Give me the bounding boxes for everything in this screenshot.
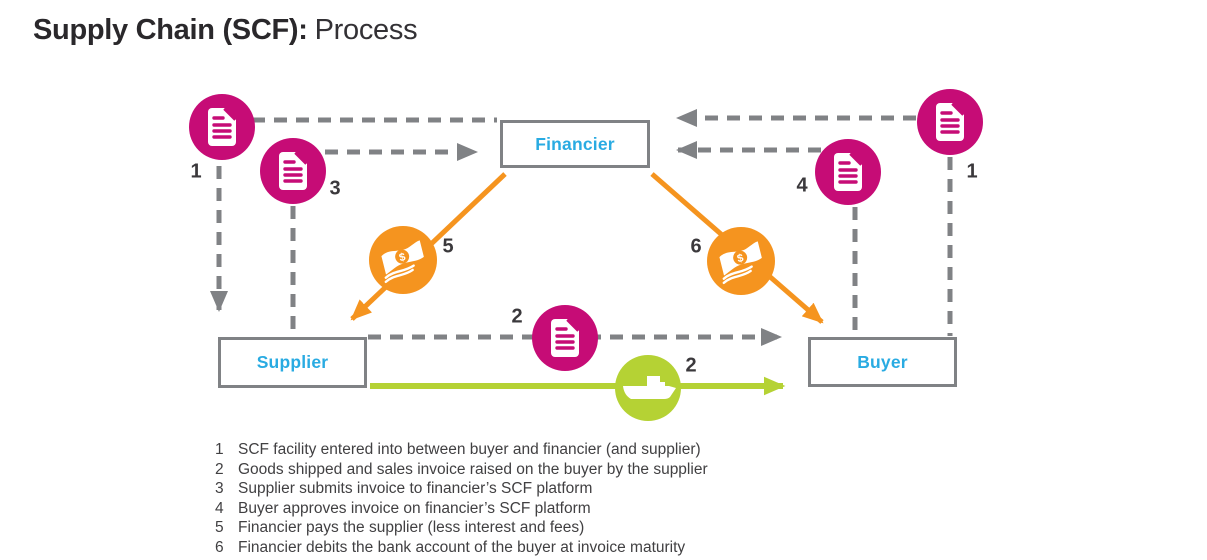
buyer-node: Buyer: [808, 337, 957, 387]
step-marker-6: 6: [690, 235, 702, 258]
legend-item-number: 4: [215, 499, 224, 517]
legend-item-text: Buyer approves invoice on financier’s SC…: [238, 499, 591, 517]
page-title-sub: Process: [314, 14, 418, 46]
step-marker-5: 5: [442, 235, 454, 258]
step-marker-2-ship: 2: [685, 354, 697, 377]
legend-item-text: Financier debits the bank account of the…: [238, 538, 686, 556]
legend-item-number: 6: [215, 538, 224, 556]
step-marker-1-right: 1: [966, 160, 978, 183]
supplier-label: Supplier: [256, 352, 329, 372]
legend-item: 2 Goods shipped and sales invoice raised…: [215, 460, 708, 480]
legend-item-text: Supplier submits invoice to financier’s …: [238, 480, 593, 498]
legend-item-text: Goods shipped and sales invoice raised o…: [238, 460, 708, 478]
legend-item: 6 Financier debits the bank account of t…: [215, 538, 708, 558]
legend: 1 SCF facility entered into between buye…: [215, 440, 708, 558]
legend-item: 5 Financier pays the supplier (less inte…: [215, 518, 708, 538]
financier-label: Financier: [535, 133, 615, 154]
legend-item-number: 5: [215, 519, 224, 537]
legend-item-text: Financier pays the supplier (less intere…: [238, 519, 585, 537]
legend-item: 3 Supplier submits invoice to financier’…: [215, 479, 708, 499]
page-title: Supply Chain (SCF):Process: [33, 14, 418, 47]
supplier-node: Supplier: [218, 337, 367, 388]
step-marker-2-invoice: 2: [511, 305, 523, 328]
legend-item-number: 2: [215, 460, 224, 478]
financier-node: Financier: [500, 120, 650, 168]
legend-item-number: 3: [215, 480, 224, 498]
step-marker-4: 4: [796, 174, 808, 197]
legend-item: 4 Buyer approves invoice on financier’s …: [215, 499, 708, 519]
step-marker-3: 3: [329, 177, 341, 200]
legend-item-number: 1: [215, 441, 224, 458]
step-marker-1-left: 1: [190, 160, 202, 183]
legend-item-text: SCF facility entered into between buyer …: [238, 441, 701, 458]
legend-item: 1 SCF facility entered into between buye…: [215, 440, 708, 460]
buyer-label: Buyer: [857, 351, 908, 372]
page-title-main: Supply Chain (SCF):: [33, 14, 308, 46]
